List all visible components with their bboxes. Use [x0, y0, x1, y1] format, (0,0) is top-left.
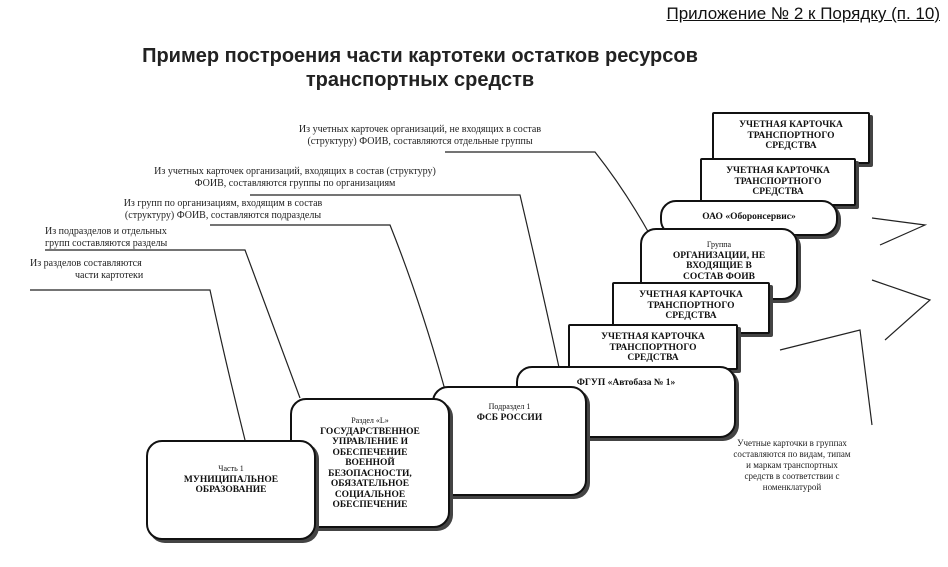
section-line-8: СОЦИАЛЬНОЕ	[334, 489, 406, 500]
card-3-line-2: ТРАНСПОРТНОГО	[734, 176, 822, 187]
note-1-line-1: Из учетных карточек организаций, не вход…	[298, 124, 542, 135]
note-3: Из групп по организациям, входящим в сос…	[58, 198, 388, 222]
section-line-5: ВОЕННОЙ	[345, 458, 395, 468]
box-subsection: Подраздел 1 ФСБ РОССИИ	[432, 386, 587, 496]
note-1: Из учетных карточек организаций, не вход…	[225, 124, 615, 148]
connector-note3	[210, 224, 446, 391]
group-line-2: ОРГАНИЗАЦИИ, НЕ	[672, 250, 766, 261]
card-4-line-1: УЧЕТНАЯ КАРТОЧКА	[739, 120, 843, 130]
title-line-2: транспортных средств	[305, 69, 535, 91]
connector-note5	[30, 289, 246, 441]
footnote-line-1: Учетные карточки в группах	[737, 438, 847, 448]
note-5-line-1: Из разделов составляются	[30, 258, 142, 269]
group-line-3: ВХОДЯЩИЕ В	[686, 261, 752, 271]
card-2-line-2: ТРАНСПОРТНОГО	[647, 300, 735, 311]
note-3-line-2: (структуру) ФОИВ, составляются подраздел…	[124, 210, 322, 221]
note-5: Из разделов составляются части картотеки	[30, 258, 250, 282]
oao-line-1: ОАО «Оборонсервис»	[702, 212, 796, 222]
connector-note1	[445, 151, 651, 236]
footnote-line-5: номенклатурой	[762, 482, 822, 492]
part-line-2: МУНИЦИПАЛЬНОЕ	[183, 474, 279, 485]
section-line-7: ОБЯЗАТЕЛЬНОЕ	[330, 479, 410, 489]
box-section: Раздел «L» ГОСУДАРСТВЕННОЕ УПРАВЛЕНИЕ И …	[290, 398, 450, 528]
footnote-line-2: составляются по видам, типам	[733, 449, 851, 459]
card-3-line-1: УЧЕТНАЯ КАРТОЧКА	[726, 166, 830, 176]
page-title: Пример построения части картотеки остатк…	[90, 44, 750, 92]
group-line-4: СОСТАВ ФОИВ	[682, 271, 756, 282]
title-line-1: Пример построения части картотеки остатк…	[142, 45, 698, 67]
card-3-line-3: СРЕДСТВА	[752, 187, 804, 197]
bracket-line-1	[871, 217, 928, 246]
note-4-line-1: Из подразделов и отдельных	[45, 226, 167, 237]
note-4: Из подразделов и отдельных групп составл…	[45, 226, 265, 250]
connector-note4	[45, 249, 301, 399]
bracket-line-3	[779, 329, 873, 426]
section-line-2: ГОСУДАРСТВЕННОЕ	[320, 426, 420, 437]
note-2-line-1: Из учетных карточек организаций, входящи…	[154, 166, 436, 177]
appendix-label: Приложение № 2 к Порядку (п. 10)	[666, 4, 940, 23]
card-vehicle-3: УЧЕТНАЯ КАРТОЧКА ТРАНСПОРТНОГО СРЕДСТВА	[700, 158, 856, 206]
note-1-line-2: (структуру) ФОИВ, составляются отдельные…	[307, 136, 533, 147]
section-line-4: ОБЕСПЕЧЕНИЕ	[332, 447, 408, 458]
bracket-line-2	[871, 279, 932, 341]
part-line-1: Часть 1	[218, 464, 244, 473]
card-vehicle-4: УЧЕТНАЯ КАРТОЧКА ТРАНСПОРТНОГО СРЕДСТВА	[712, 112, 870, 164]
note-5-line-2: части картотеки	[75, 270, 144, 281]
fgup-line-1: ФГУП «Автобаза № 1»	[576, 378, 676, 388]
part-line-3: ОБРАЗОВАНИЕ	[195, 485, 267, 495]
note-2-line-2: ФОИВ, составляются группы по организация…	[194, 178, 396, 189]
box-part: Часть 1 МУНИЦИПАЛЬНОЕ ОБРАЗОВАНИЕ	[146, 440, 316, 540]
section-line-9: ОБЕСПЕЧЕНИЕ	[332, 500, 408, 510]
card-4-line-3: СРЕДСТВА	[765, 141, 817, 151]
note-4-line-2: групп составляются разделы	[45, 238, 168, 249]
footnote: Учетные карточки в группах составляются …	[712, 438, 872, 493]
subsection-line-1: Подраздел 1	[488, 402, 531, 411]
footnote-line-3: и маркам транспортных	[746, 460, 838, 470]
card-2-line-3: СРЕДСТВА	[665, 311, 717, 321]
section-line-6: БЕЗОПАСНОСТИ,	[328, 468, 412, 479]
section-line-3: УПРАВЛЕНИЕ И	[331, 437, 409, 447]
card-1-line-3: СРЕДСТВА	[627, 353, 679, 363]
footnote-line-4: средств в соответствии с	[744, 471, 840, 481]
card-vehicle-1: УЧЕТНАЯ КАРТОЧКА ТРАНСПОРТНОГО СРЕДСТВА	[568, 324, 738, 370]
note-3-line-1: Из групп по организациям, входящим в сос…	[123, 198, 323, 209]
section-line-1: Раздел «L»	[351, 416, 389, 425]
card-1-line-2: ТРАНСПОРТНОГО	[609, 342, 697, 353]
subsection-line-2: ФСБ РОССИИ	[476, 412, 543, 423]
connector-note2	[250, 194, 561, 373]
card-1-line-1: УЧЕТНАЯ КАРТОЧКА	[601, 332, 705, 342]
note-2: Из учетных карточек организаций, входящи…	[80, 166, 510, 190]
group-line-1: Группа	[706, 240, 732, 249]
card-2-line-1: УЧЕТНАЯ КАРТОЧКА	[639, 290, 743, 300]
card-4-line-2: ТРАНСПОРТНОГО	[747, 130, 835, 141]
